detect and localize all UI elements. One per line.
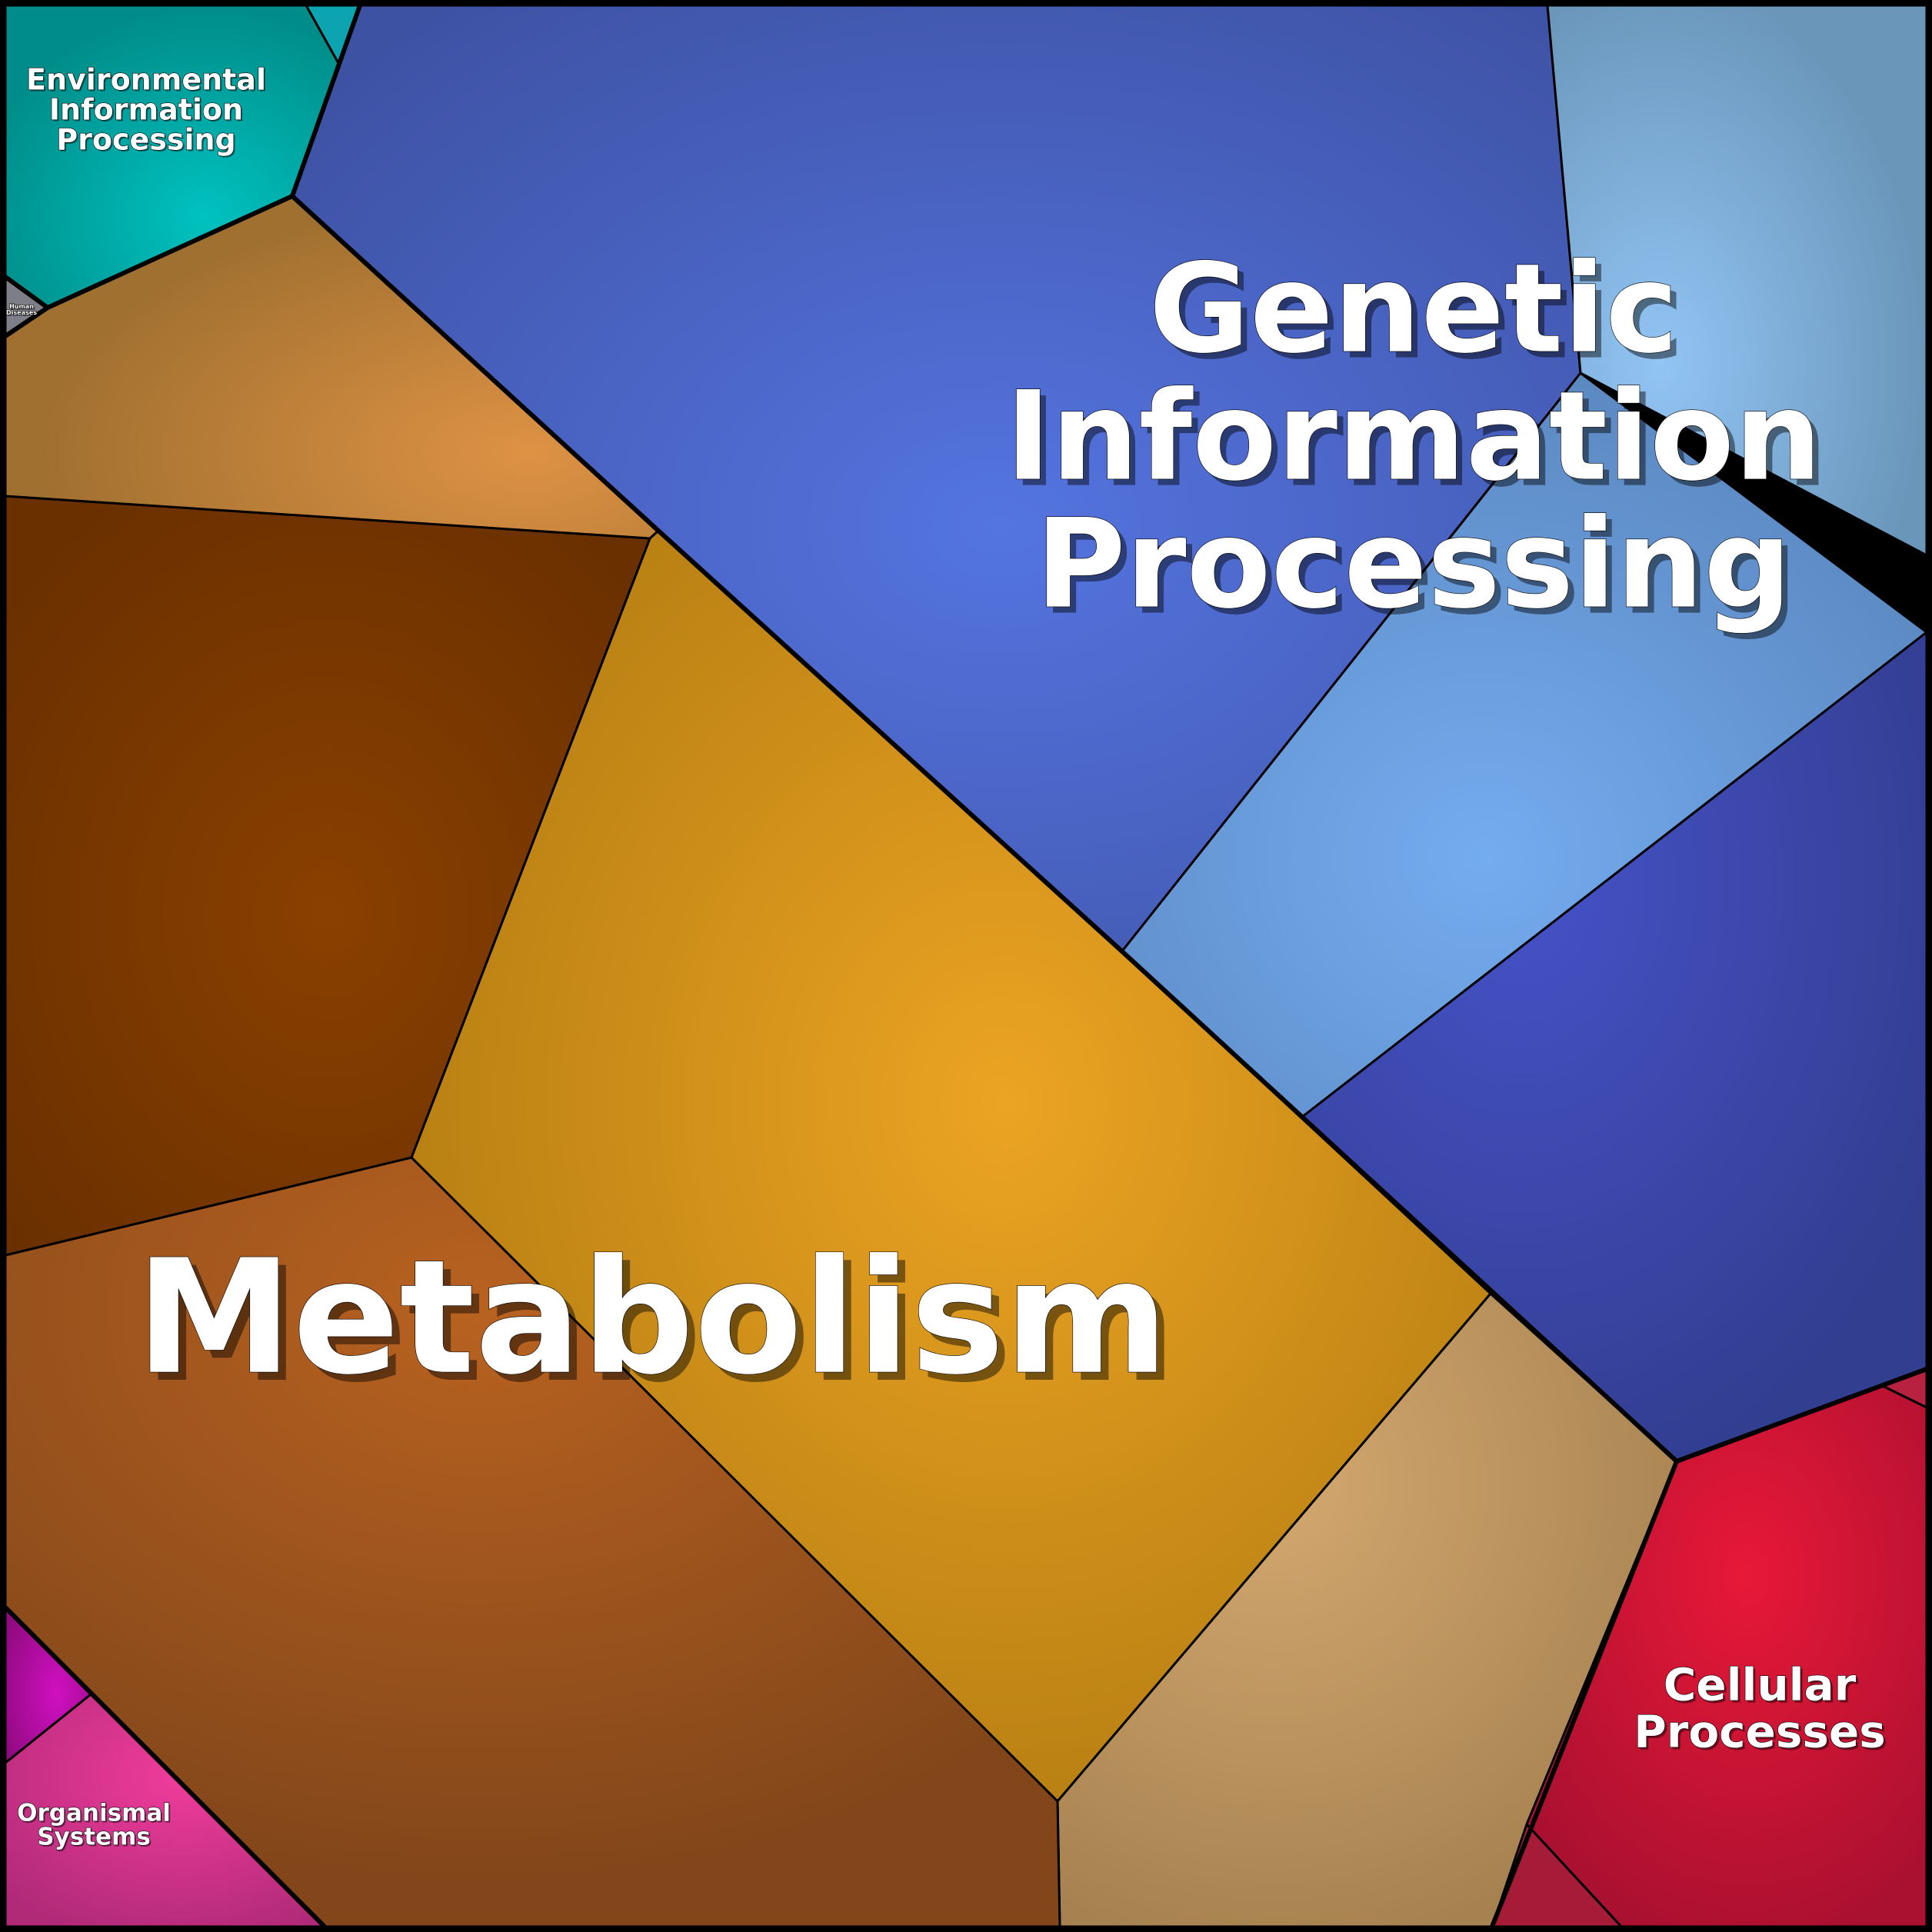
genetic-label-shadow: Processing [1041,498,1797,642]
genetic-label-line: Genetic [1149,237,1678,381]
environmental-label-shadow: Information [51,95,245,128]
environmental-label: EnvironmentalEnvironmentalInformationInf… [25,62,268,158]
genetic-label-line: Processing [1035,492,1791,636]
env-human-boundary [4,275,49,310]
genetic-label-shadow: Genetic [1155,243,1684,387]
human-label-shadow: Human [11,305,35,311]
human-label-line: Diseases [6,309,37,316]
organismal-label-shadow: Organismal [18,1801,172,1829]
genetic-label-shadow: Information [1011,371,1828,515]
cellular-label-shadow: Processes [1636,1707,1888,1760]
metabolism-label-shadow: Metabolism [144,1234,1177,1417]
cellular-label-shadow: Cellular [1666,1661,1859,1713]
cellular-label-line: Cellular [1664,1658,1857,1710]
human-label-line: Human [9,303,34,310]
genetic-cellular-boundary [1675,1367,1928,1464]
environmental-label-shadow: Processing [58,125,238,158]
genetic-label-line: Information [1005,365,1822,508]
metabolism-label-line: Metabolism [135,1227,1168,1410]
environmental-label-line: Processing [56,123,236,157]
environmental-label-line: Information [49,93,243,127]
environmental-label-shadow: Environmental [28,65,268,98]
organismal-label-line: Organismal [17,1800,171,1827]
metabolism-organismal-boundary [3,1605,327,1929]
environmental-label-line: Environmental [26,63,266,97]
env-genetic-boundary [290,4,362,198]
organismal-label-line: Systems [37,1824,151,1851]
genetic-label: GeneticGeneticInformationInformationProc… [1005,236,1828,642]
cellular-label-line: Processes [1634,1705,1886,1757]
human-label-shadow: Diseases [8,311,38,318]
organismal-label-shadow: Systems [38,1825,152,1853]
